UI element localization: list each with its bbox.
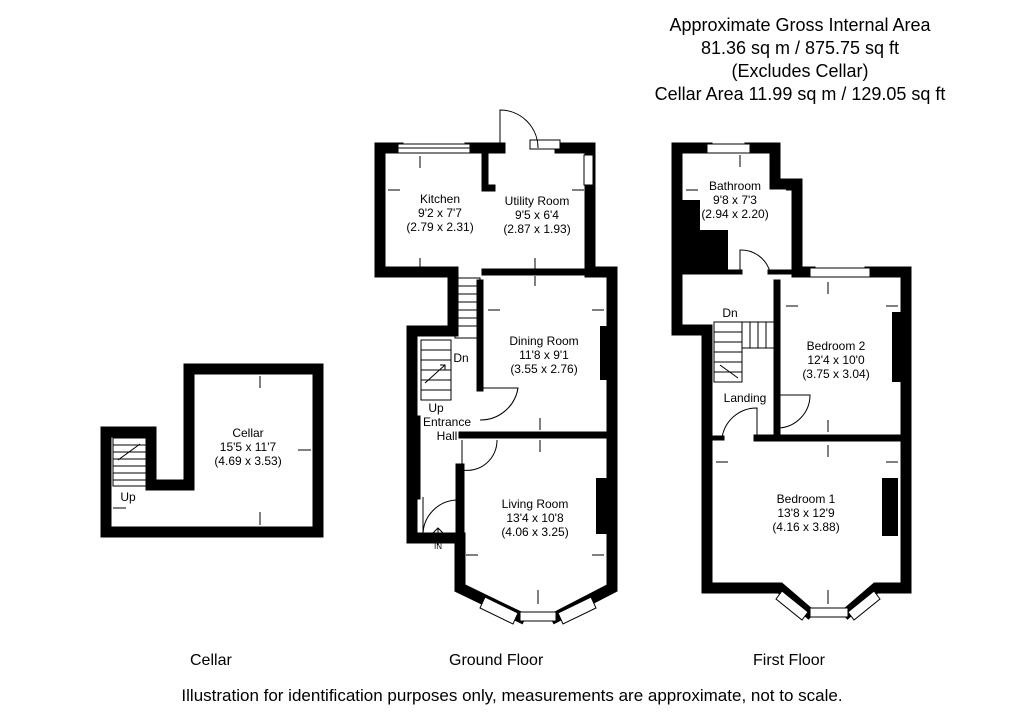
bedroom1-imperial: 13'8 x 12'9 [777, 506, 835, 520]
hall-label-1: Entrance [423, 415, 471, 429]
cellar-name: Cellar [232, 426, 263, 440]
first-stairs [713, 321, 777, 383]
bedroom2-imperial: 12'4 x 10'0 [807, 353, 865, 367]
bedroom2-chimney [892, 312, 906, 382]
floor-label-cellar: Cellar [190, 652, 232, 669]
first-stair-dn: Dn [722, 306, 737, 320]
first-windows [706, 143, 881, 621]
bathroom-name: Bathroom [709, 179, 761, 193]
ground-stair-dn: Dn [453, 351, 468, 365]
entrance-arrow [432, 527, 444, 545]
kitchen-imperial: 9'2 x 7'7 [418, 206, 462, 220]
kitchen-window [397, 143, 471, 154]
utility-back-door [499, 109, 539, 149]
bedroom1-metric: (4.16 x 3.88) [772, 520, 839, 534]
dining-imperial: 11'8 x 9'1 [519, 348, 569, 362]
disclaimer: Illustration for identification purposes… [181, 686, 843, 705]
ground-stair-up: Up [428, 401, 444, 415]
ground-stairs [420, 277, 481, 401]
dining-metric: (3.55 x 2.76) [510, 362, 577, 376]
utility-window [529, 139, 594, 186]
floor-label-first: First Floor [753, 652, 825, 669]
bedroom2-metric: (3.75 x 3.04) [802, 367, 869, 381]
cellar-stair-up: Up [120, 490, 136, 504]
kitchen-metric: (2.79 x 2.31) [406, 220, 473, 234]
area-value: 81.36 sq m / 875.75 sq ft [700, 38, 900, 58]
bedroom1-chimney [882, 478, 898, 536]
ground-floor-plan [374, 109, 618, 625]
living-imperial: 13'4 x 10'8 [506, 511, 564, 525]
living-name: Living Room [502, 497, 569, 511]
landing-label: Landing [724, 391, 767, 405]
kitchen-name: Kitchen [420, 192, 460, 206]
utility-metric: (2.87 x 1.93) [503, 222, 570, 236]
first-floor-plan [671, 142, 912, 621]
first-doors [721, 249, 811, 439]
area-title: Approximate Gross Internal Area [669, 15, 931, 35]
cellar-metric: (4.69 x 3.53) [214, 454, 281, 468]
cellar-imperial: 15'5 x 11'7 [220, 440, 277, 454]
entrance-label: IN [434, 542, 442, 551]
cellar-plan [100, 363, 324, 538]
bathroom-chimney [682, 200, 728, 272]
floor-label-ground: Ground Floor [449, 652, 544, 669]
utility-name: Utility Room [505, 194, 570, 208]
cellar-walls [100, 363, 324, 538]
cellar-dimension-ticks [113, 376, 311, 525]
bedroom1-name: Bedroom 1 [777, 492, 836, 506]
dining-name: Dining Room [509, 334, 578, 348]
hall-label-2: Hall [437, 429, 458, 443]
ground-dimension-ticks [388, 156, 604, 604]
cellar-stairs [112, 437, 147, 487]
utility-imperial: 9'5 x 6'4 [515, 208, 559, 222]
first-dimension-ticks [686, 155, 898, 604]
bedroom2-name: Bedroom 2 [807, 339, 866, 353]
living-metric: (4.06 x 3.25) [501, 525, 568, 539]
bathroom-metric: (2.94 x 2.20) [701, 207, 768, 221]
ground-doors [422, 387, 519, 536]
dining-chimney [600, 326, 610, 380]
cellar-area: Cellar Area 11.99 sq m / 129.05 sq ft [654, 84, 946, 104]
area-note: (Excludes Cellar) [731, 61, 869, 81]
bathroom-imperial: 9'8 x 7'3 [713, 193, 757, 207]
living-chimney [596, 478, 612, 534]
living-bay-window [479, 596, 597, 625]
